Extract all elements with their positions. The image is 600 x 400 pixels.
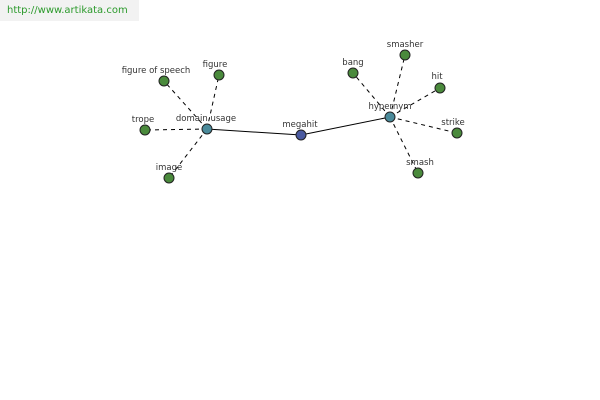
labels: figure of speech figure trope image domain u… <box>122 40 465 173</box>
edge-center-domain-usage <box>206 128 302 136</box>
word-label-image[interactable]: image <box>156 163 182 173</box>
word-label-figure[interactable]: figure <box>203 60 228 70</box>
word-node-figure[interactable] <box>213 69 225 81</box>
center-node-megahit[interactable] <box>295 129 307 141</box>
edge-hypernym-bang <box>352 72 391 118</box>
nodes <box>139 49 463 184</box>
edge-domain-usage-trope <box>144 128 208 131</box>
word-label-strike[interactable]: strike <box>441 118 464 128</box>
edge-domain-usage-image <box>168 128 208 179</box>
edges <box>144 54 458 179</box>
word-node-smash[interactable] <box>412 167 424 179</box>
edge-center-hypernym <box>300 116 391 136</box>
word-label-smash[interactable]: smash <box>406 158 434 168</box>
edge-hypernym-smash <box>389 116 419 174</box>
relation-node-hypernym[interactable] <box>384 111 396 123</box>
word-label-figure-of-speech[interactable]: figure of speech <box>122 66 191 76</box>
word-label-trope[interactable]: trope <box>132 115 154 125</box>
relation-label-hypernym[interactable]: hypernym <box>368 102 411 112</box>
word-node-figure-of-speech[interactable] <box>158 75 170 87</box>
site-url-link[interactable]: http://www.artikata.com <box>7 5 128 16</box>
edge-domain-usage-figure <box>206 74 220 130</box>
word-node-hit[interactable] <box>434 82 446 94</box>
edge-hypernym-smasher <box>389 54 406 118</box>
relation-node-domain-usage[interactable] <box>201 123 213 135</box>
relation-label-domain-usage[interactable]: domain usage <box>176 114 236 124</box>
word-node-bang[interactable] <box>347 67 359 79</box>
word-label-hit[interactable]: hit <box>431 72 443 82</box>
edge-domain-usage-figure-of-speech <box>163 80 208 130</box>
edge-hypernym-hit <box>389 87 441 118</box>
center-label-megahit[interactable]: megahit <box>282 120 318 130</box>
url-bar: http://www.artikata.com <box>0 0 139 21</box>
word-label-smasher[interactable]: smasher <box>387 40 424 50</box>
word-label-bang[interactable]: bang <box>342 58 363 68</box>
word-node-image[interactable] <box>163 172 175 184</box>
word-node-strike[interactable] <box>451 127 463 139</box>
word-node-trope[interactable] <box>139 124 151 136</box>
edge-hypernym-strike <box>389 116 458 134</box>
word-node-smasher[interactable] <box>399 49 411 61</box>
